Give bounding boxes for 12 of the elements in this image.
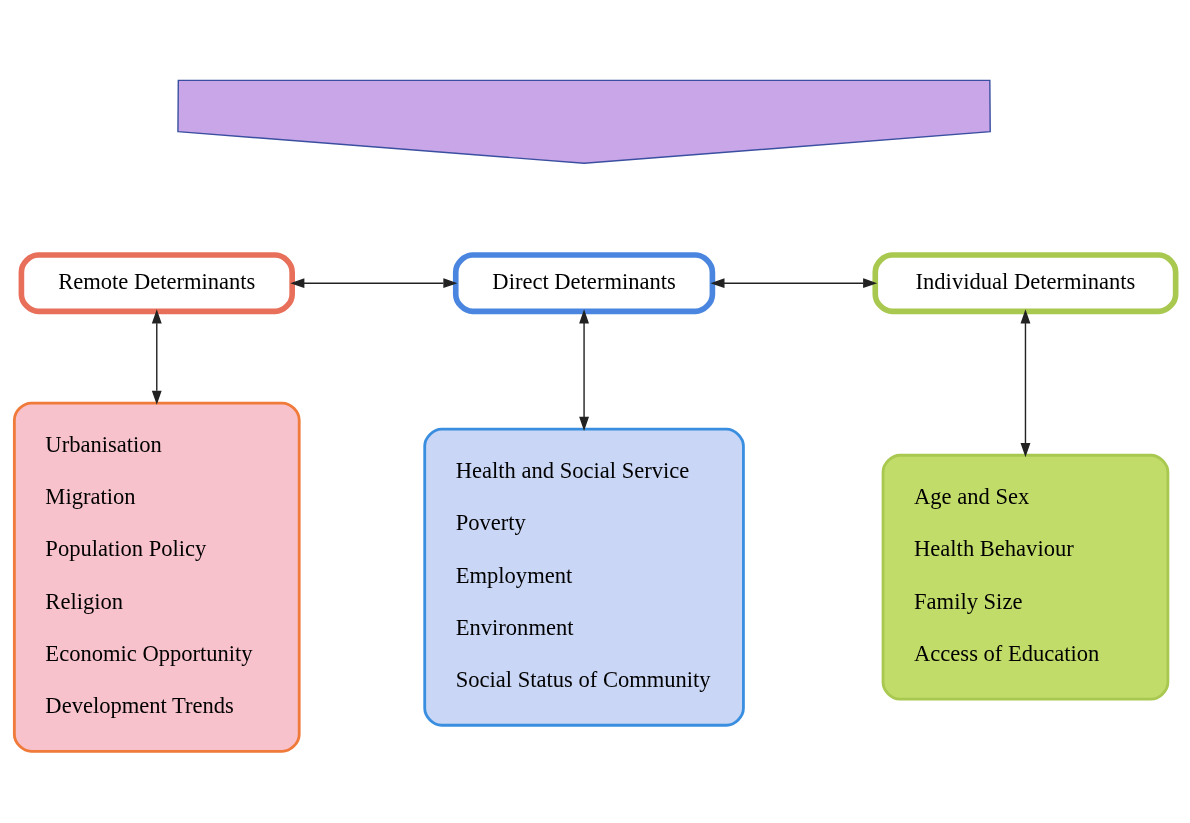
node-arrow xyxy=(177,79,991,164)
node-box: Health and Social Service Poverty Employment Environment Social Status of Community xyxy=(423,427,745,727)
node-box: Age and Sex Health Behaviour Family Size Access of Education xyxy=(881,453,1170,701)
arrow xyxy=(710,278,878,289)
node-box: Direct Determinants xyxy=(452,252,716,315)
node-box: Remote Determinants xyxy=(18,252,295,315)
arrow xyxy=(1020,309,1031,458)
arrow xyxy=(290,278,458,289)
node-box: Individual Determinants xyxy=(872,252,1179,315)
arrow xyxy=(579,309,589,431)
node-box: Urbanisation Migration Population Policy Religion Economic Opportunity Development Trends xyxy=(12,401,301,753)
arrow xyxy=(151,309,162,405)
